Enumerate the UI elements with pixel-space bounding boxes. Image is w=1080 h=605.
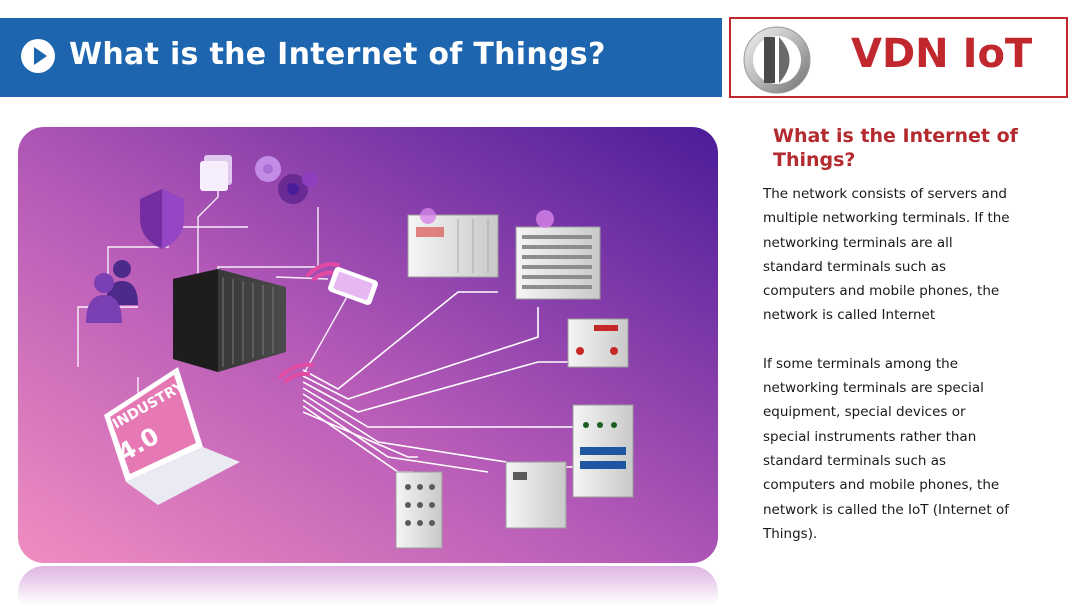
illustration-reflection	[18, 566, 718, 605]
content-paragraph-1: The network consists of servers and mult…	[763, 186, 1010, 324]
page-title: What is the Internet of Things?	[69, 37, 606, 72]
content-body: The network consists of servers and mult…	[763, 182, 1013, 570]
brand-logo-icon	[743, 26, 811, 94]
iot-illustration: INDUSTRY 4.0	[18, 127, 718, 563]
brand-name: VDN IoT	[851, 31, 1033, 77]
content-paragraph-2: If some terminals among the networking t…	[763, 355, 1009, 542]
content-heading: What is the Internet of Things?	[773, 125, 1018, 171]
brand-box: VDN IoT	[729, 17, 1068, 98]
title-bar: What is the Internet of Things?	[0, 18, 722, 97]
play-icon	[21, 39, 55, 73]
